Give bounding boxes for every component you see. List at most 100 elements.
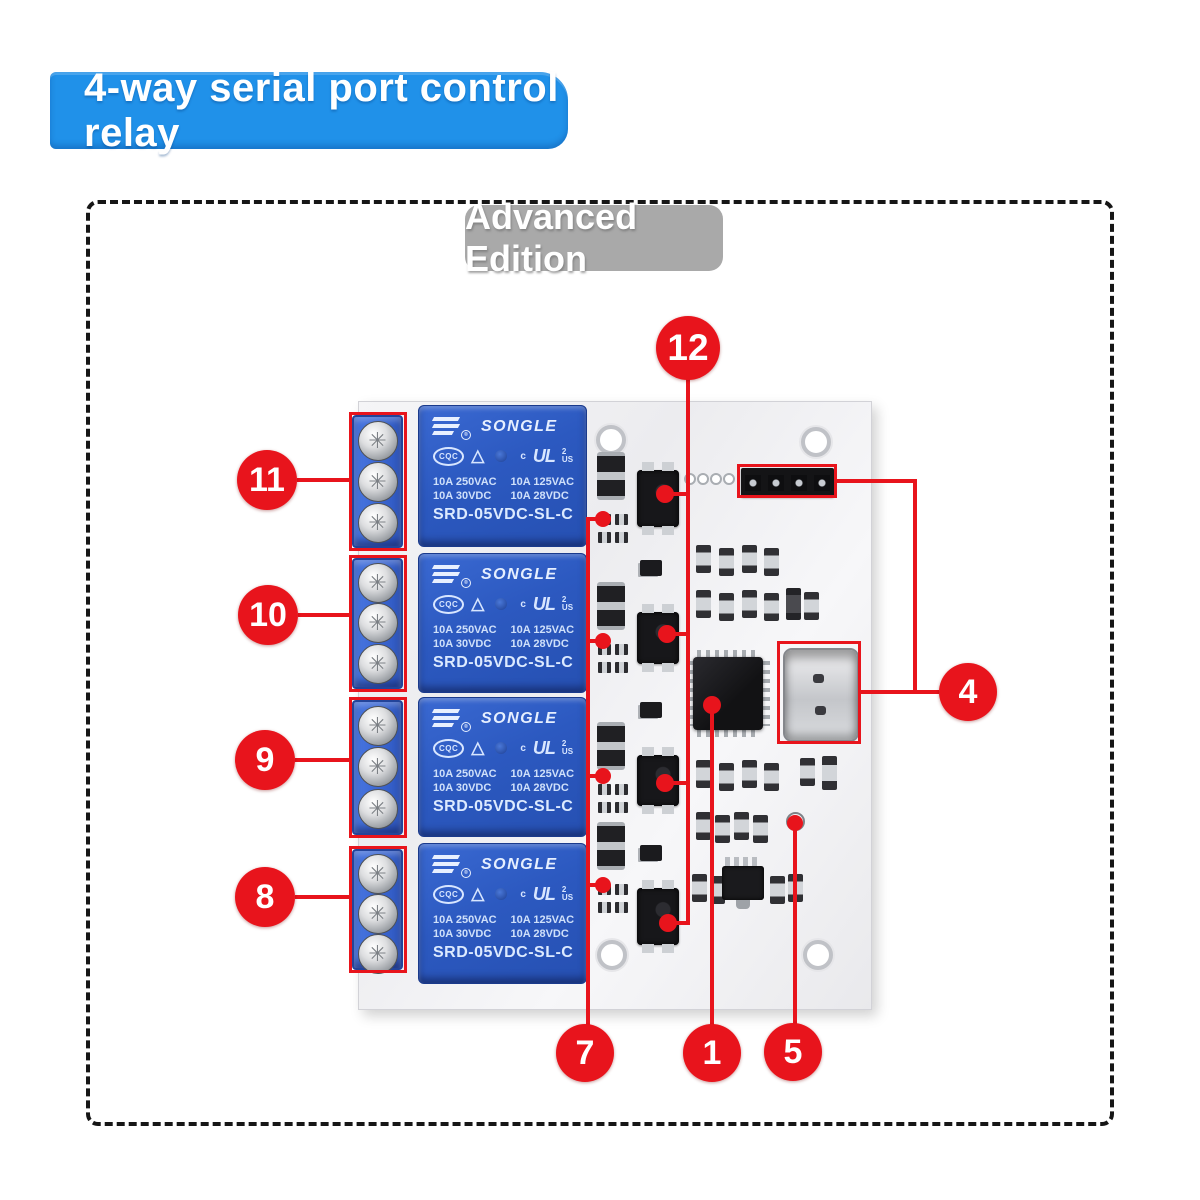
screw-icon: ✳ [357, 461, 398, 502]
smd-pad [804, 592, 819, 620]
mcu-pins [697, 730, 759, 737]
highlight-box-terminal-1 [349, 412, 407, 551]
screw-icon: ✳ [357, 563, 398, 604]
recycle-triangle-icon: △ [471, 884, 485, 903]
smd-pad [742, 590, 757, 618]
ul-mark-icon: UL [532, 445, 556, 466]
mounting-hole [801, 427, 831, 457]
smd-pad [696, 545, 711, 573]
callout-9: 9 [235, 730, 295, 790]
smd-pad [615, 802, 628, 813]
songle-logo-icon: ® [431, 564, 471, 588]
smd-pad [696, 812, 711, 840]
relay-dimple [495, 888, 508, 900]
songle-logo-icon: ® [431, 708, 471, 732]
smd-pad [734, 812, 749, 840]
callout-line-9 [295, 758, 351, 762]
smd-pad [764, 593, 779, 621]
mounting-hole [597, 940, 627, 970]
smd-component [822, 756, 837, 790]
callout-line-4 [860, 690, 939, 694]
pin-header [741, 468, 834, 497]
smd-pad [692, 874, 707, 902]
soic-pins [725, 857, 761, 866]
callout-line-12-tick [668, 492, 688, 496]
dashed-frame [86, 200, 1114, 1126]
relay-dimple [495, 450, 508, 462]
callout-10: 10 [238, 585, 298, 645]
smd-pad [615, 884, 628, 895]
smd-pad [742, 760, 757, 788]
rating-ac1: 10A 250VAC [433, 624, 497, 636]
diode [597, 582, 625, 630]
smd-pad [598, 644, 611, 655]
smd-pad [715, 815, 730, 843]
ul-prefix: c [520, 598, 526, 610]
rating-dc1: 10A 30VDC [433, 638, 492, 650]
regulator-chip [722, 866, 764, 900]
rating-ac2: 10A 125VAC [510, 768, 575, 780]
edition-banner-label: Advanced Edition [465, 196, 638, 279]
relay-brand-label: SONGLE [481, 418, 558, 435]
smd-pad [598, 784, 611, 795]
highlight-box-terminal-4 [349, 846, 407, 973]
relay-ratings: 10A 250VAC 10A 125VAC 10A 30VDC 10A 28VD… [433, 914, 578, 940]
rating-ac1: 10A 250VAC [433, 914, 497, 926]
songle-logo-icon: ® [431, 416, 471, 440]
smd-pad [615, 644, 628, 655]
soic-tab [736, 899, 750, 909]
test-point [723, 473, 735, 485]
callout-line-10 [298, 613, 351, 617]
callout-dot-12 [656, 485, 674, 503]
relay-brand-row: ® SONGLE [431, 853, 578, 878]
smd-pad [598, 532, 611, 543]
rating-ac1: 10A 250VAC [433, 476, 497, 488]
recycle-triangle-icon: △ [471, 738, 485, 757]
relay-model-label: SRD-05VDC-SL-C [433, 798, 574, 815]
screw-icon: ✳ [357, 934, 398, 974]
smd-pad [764, 548, 779, 576]
screw-icon: ✳ [357, 420, 398, 461]
songle-logo-icon: ® [431, 854, 471, 878]
highlight-box-header [737, 464, 837, 498]
header-pin [791, 474, 808, 491]
highlight-box-usb [777, 641, 861, 744]
callout-line-1 [710, 703, 714, 1025]
relay-ratings: 10A 250VAC 10A 125VAC 10A 30VDC 10A 28VD… [433, 768, 578, 794]
relay-brand-row: ® SONGLE [431, 563, 578, 588]
smd-pad [598, 902, 611, 913]
callout-line-4 [837, 479, 917, 483]
relay-brand-row: ® SONGLE [431, 415, 578, 440]
rating-ac2: 10A 125VAC [510, 624, 575, 636]
title-banner: 4-way serial port control relay [50, 66, 568, 155]
highlight-box-terminal-3 [349, 697, 407, 838]
ul-prefix: c [520, 450, 526, 462]
screw-icon: ✳ [357, 894, 398, 934]
diode [597, 722, 625, 770]
smd-pad [800, 758, 815, 786]
ul-prefix: c [520, 742, 526, 754]
callout-line-12-tick [668, 921, 688, 925]
callout-line-12-tick [668, 781, 688, 785]
ul-mark-icon: UL [532, 593, 556, 614]
transistor [640, 560, 662, 576]
callout-11: 11 [237, 450, 297, 510]
relay-brand-row: ® SONGLE [431, 707, 578, 732]
smd-pad [719, 763, 734, 791]
ul-mark-icon: UL [532, 883, 556, 904]
channel-parts-3 [597, 722, 637, 832]
callout-5: 5 [764, 1023, 822, 1081]
screw-icon: ✳ [357, 643, 398, 684]
recycle-triangle-icon: △ [471, 446, 485, 465]
callout-line-11 [297, 478, 351, 482]
callout-12: 12 [656, 316, 720, 380]
smd-pad [615, 514, 628, 525]
